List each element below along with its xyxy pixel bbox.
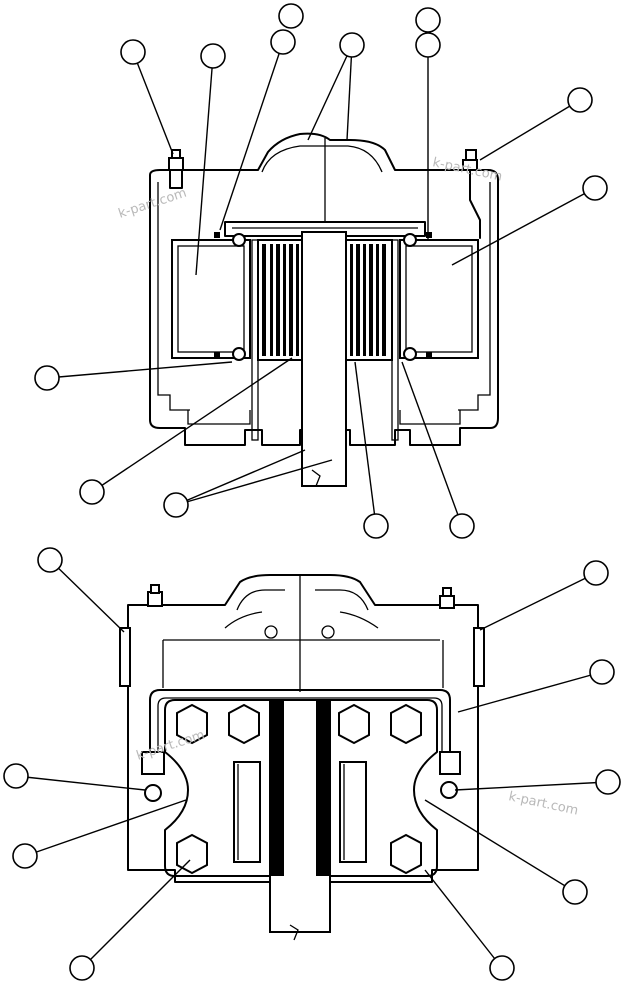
callout-circle xyxy=(34,365,60,391)
callout-circle xyxy=(589,659,615,685)
callout-circle xyxy=(270,29,296,55)
callout-circle xyxy=(567,87,593,113)
hex-bolt-icon xyxy=(390,833,422,875)
upper-callouts xyxy=(34,3,608,539)
hex-bolt-icon xyxy=(338,703,370,745)
callout-circle xyxy=(3,763,29,789)
callout-circle xyxy=(363,513,389,539)
callout-circle xyxy=(339,32,365,58)
left-friction-pad-hatching xyxy=(262,244,299,356)
lower-callouts xyxy=(3,547,621,981)
hex-bolt-icon xyxy=(176,833,208,875)
callout-circle xyxy=(415,7,441,33)
hex-bolt-icon xyxy=(390,703,422,745)
watermark-text: k-part.com xyxy=(117,186,189,222)
callout-circle xyxy=(69,955,95,981)
watermark-text: k-part.com xyxy=(507,789,579,818)
callout-circle xyxy=(37,547,63,573)
callout-circle xyxy=(12,843,38,869)
lower-caliper-front-view xyxy=(119,574,485,941)
callout-circle xyxy=(582,175,608,201)
callout-circle xyxy=(562,879,588,905)
callout-circle xyxy=(595,769,621,795)
callout-circle xyxy=(200,43,226,69)
upper-caliper-section-view xyxy=(149,132,499,487)
callout-circle xyxy=(583,560,609,586)
watermark-text: k-part.com xyxy=(135,728,207,764)
callout-circle xyxy=(163,492,189,518)
hex-bolt-icon xyxy=(176,703,208,745)
callout-circle xyxy=(449,513,475,539)
callout-circle xyxy=(278,3,304,29)
hex-bolt-icon xyxy=(228,703,260,745)
callout-circle xyxy=(489,955,515,981)
callout-circle xyxy=(415,32,441,58)
right-friction-pad-hatching xyxy=(350,244,386,356)
callout-circle xyxy=(79,479,105,505)
callout-circle xyxy=(120,39,146,65)
